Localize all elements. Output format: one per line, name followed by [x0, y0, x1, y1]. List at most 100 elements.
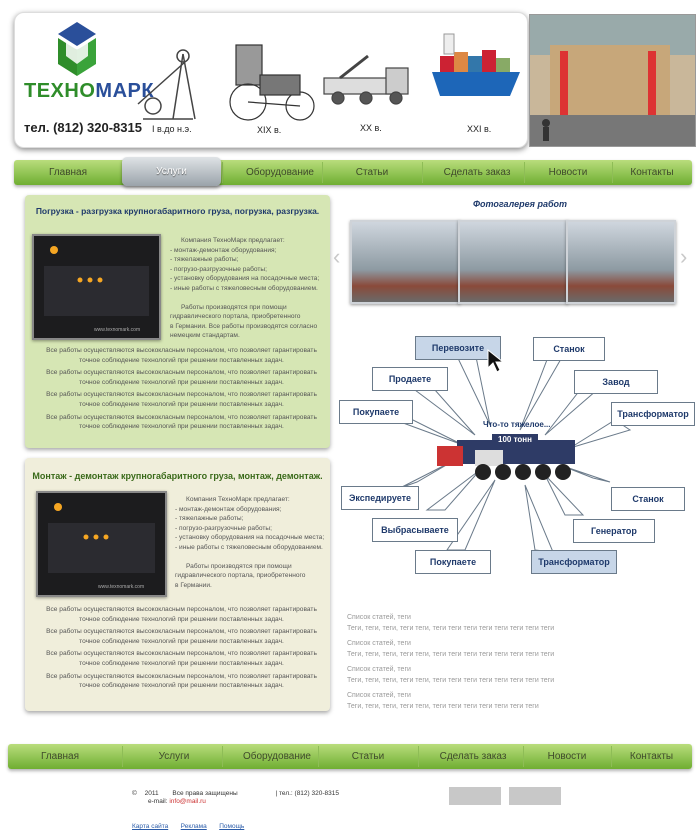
panel2-para-line: точное соблюдение технологий при решении…: [79, 682, 284, 690]
counter-badge[interactable]: [449, 787, 501, 805]
nav-item-equipment[interactable]: Оборудование: [245, 167, 314, 178]
panel1-image: www.texnomark.com: [32, 234, 161, 340]
diagram-label-factory[interactable]: Завод: [574, 370, 658, 394]
panel2-bullet: - установку оборудования на посадочные м…: [175, 534, 325, 542]
panel1-note: гидравлического портала, приобретенного: [170, 313, 301, 321]
gallery-next-icon[interactable]: ›: [680, 244, 688, 269]
footer-links: Карта сайта Реклама Помощь: [132, 815, 244, 833]
article-tags[interactable]: Теги, теги, теги, теги теги, теги теги т…: [347, 651, 555, 658]
panel2-note: в Германии.: [175, 581, 212, 589]
panel2-offer: Компания ТехноМарк предлагает: - монтаж-…: [175, 495, 330, 590]
gallery-prev-icon[interactable]: ‹: [333, 244, 341, 269]
panel2-para-line: Все работы осуществляются высококласным …: [46, 628, 317, 636]
footer-nav-contacts[interactable]: Контакты: [629, 751, 674, 762]
footer-nav-equipment[interactable]: Оборудование: [242, 751, 311, 762]
article-tags[interactable]: Теги, теги, теги, теги теги, теги теги т…: [347, 625, 555, 632]
nav-item-home[interactable]: Главная: [48, 167, 88, 178]
era-label-21c: XXI в.: [467, 124, 492, 134]
nav-item-articles[interactable]: Статьи: [355, 167, 389, 178]
panel2-para-line: точное соблюдение технологий при решении…: [79, 615, 284, 623]
footer-nav-home[interactable]: Главная: [40, 751, 80, 762]
logo-icon[interactable]: [56, 20, 98, 78]
footer-link-sitemap[interactable]: Карта сайта: [132, 823, 169, 830]
gallery-thumb[interactable]: [350, 220, 460, 304]
article-heading[interactable]: Список статей, теги: [347, 614, 411, 621]
footer-phone: | тел.: (812) 320-8315: [275, 790, 339, 797]
panel1-para-line: Все работы осуществляются высококласным …: [46, 413, 317, 421]
era-label-20c: XX в.: [360, 123, 382, 133]
tonnage-badge: 100 тонн: [492, 434, 538, 445]
diagram-label-machine-2[interactable]: Станок: [611, 487, 685, 511]
panel2-bullet: - погрузо-разгрузочные работы;: [175, 524, 272, 532]
panel1-para-line: точное соблюдение технологий при решении…: [79, 423, 284, 431]
panel1-para-line: Все работы осуществляются высококласным …: [46, 347, 317, 354]
diagram-label-transformer-2[interactable]: Трансформатор: [531, 550, 617, 574]
diagram-label-transformer[interactable]: Трансформатор: [611, 402, 695, 426]
footer-link-help[interactable]: Помощь: [219, 823, 245, 830]
truck-crane-illustration: [323, 54, 409, 105]
panel1-para-line: точное соблюдение технологий при решении…: [79, 356, 284, 364]
article-heading[interactable]: Список статей, теги: [347, 692, 411, 699]
panel1-note: немецким стандартам.: [170, 332, 240, 340]
panel1-bullet: - установку оборудования на посадочные м…: [170, 275, 320, 283]
gallery-title: Фотогалерея работ: [472, 199, 568, 209]
diagram-label-discard[interactable]: Выбрасываете: [372, 518, 458, 542]
diagram-label-expedite[interactable]: Экспедируете: [341, 486, 419, 510]
footer-nav-order[interactable]: Сделать заказ: [439, 751, 507, 762]
nav-item-order[interactable]: Сделать заказ: [443, 167, 511, 178]
panel2-para-line: Все работы осуществляются высококласным …: [46, 672, 317, 680]
article-heading[interactable]: Список статей, теги: [347, 666, 411, 673]
panel2-note: гидравлического портала, приобретенного: [175, 572, 306, 580]
panel2-paragraphs: Все работы осуществляются высококласным …: [33, 605, 330, 691]
article-heading[interactable]: Список статей, теги: [347, 640, 411, 647]
diagram-label-buy[interactable]: Покупаете: [339, 400, 413, 424]
copyright-sign: ©: [132, 790, 137, 797]
cursor-icon: [487, 348, 505, 373]
footer-rights: Все права защищены: [172, 790, 238, 797]
footer-nav-services[interactable]: Услуги: [158, 751, 190, 762]
panel2-bullet: - тяжелажные работы;: [175, 515, 244, 523]
footer-copyright: © 2011 Все права защищены | тел.: (812) …: [132, 790, 339, 797]
nav-item-services[interactable]: Услуги: [122, 157, 221, 186]
diagram-label-buy-2[interactable]: Покупаете: [415, 550, 491, 574]
diagram-label-transport[interactable]: Перевозите: [415, 336, 501, 360]
panel1-note: в Германии. Все работы производятся согл…: [170, 322, 318, 330]
main-nav: Главная Оборудование Статьи Сделать зака…: [14, 160, 692, 185]
footer-email-link[interactable]: info@mail.ru: [169, 798, 206, 805]
article-tags[interactable]: Теги, теги, теги, теги теги, теги теги т…: [347, 703, 539, 710]
footer-link-ads[interactable]: Реклама: [180, 823, 207, 830]
panel1-para-line: Все работы осуществляются высококласным …: [46, 369, 317, 377]
panel1-intro: Компания ТехноМарк предлагает:: [181, 237, 285, 244]
footer-email-row: e-mail: info@mail.ru: [148, 798, 206, 805]
nav-item-contacts[interactable]: Контакты: [630, 167, 674, 178]
panel1-para-line: точное соблюдение технологий при решении…: [79, 400, 284, 408]
panel2-note: Работы производятся при помощи: [186, 562, 292, 570]
gallery-thumb[interactable]: [458, 220, 568, 304]
header-photo: [529, 14, 696, 147]
diagram-label-sell[interactable]: Продаете: [372, 367, 448, 391]
header-phone: тел. (812) 320-8315: [24, 120, 142, 135]
nav-item-news[interactable]: Новости: [548, 167, 588, 178]
panel2-title[interactable]: Монтаж - демонтаж крупногабаритного груз…: [32, 471, 323, 481]
logo-text[interactable]: ТЕХНОМАРК: [24, 80, 155, 102]
diagram-label-machine[interactable]: Станок: [533, 337, 605, 361]
ancient-crane-illustration: [137, 49, 196, 120]
diagram-center-text: Что-то тяжелое...: [483, 420, 551, 429]
panel2-para-line: Все работы осуществляются высококласным …: [46, 650, 317, 658]
panel1-bullet: - иные работы с тяжеловесным оборудовани…: [170, 284, 318, 292]
era-label-19c: XIX в.: [257, 125, 282, 135]
footer-nav-news[interactable]: Новости: [547, 751, 587, 762]
gallery-thumb[interactable]: [566, 220, 676, 304]
article-tags[interactable]: Теги, теги, теги, теги теги, теги теги т…: [347, 677, 555, 684]
panel2-para-line: точное соблюдение технологий при решении…: [79, 659, 284, 667]
steam-engine-illustration: [229, 44, 315, 121]
footer-nav-articles[interactable]: Статьи: [351, 751, 385, 762]
panel1-bullet: - монтаж-демонтаж оборудования;: [170, 246, 277, 254]
diagram-label-generator[interactable]: Генератор: [573, 519, 655, 543]
counter-badge[interactable]: [509, 787, 561, 805]
panel1-offer: Компания ТехноМарк предлагает: - монтаж-…: [170, 236, 330, 341]
footer-year: 2011: [144, 790, 159, 797]
panel1-title[interactable]: Погрузка - разгрузка крупногабаритного г…: [35, 206, 320, 216]
panel2-para-line: Все работы осуществляются высококласным …: [46, 606, 317, 613]
panel1-bullet: - погрузо-разгрузочные работы;: [170, 265, 267, 273]
